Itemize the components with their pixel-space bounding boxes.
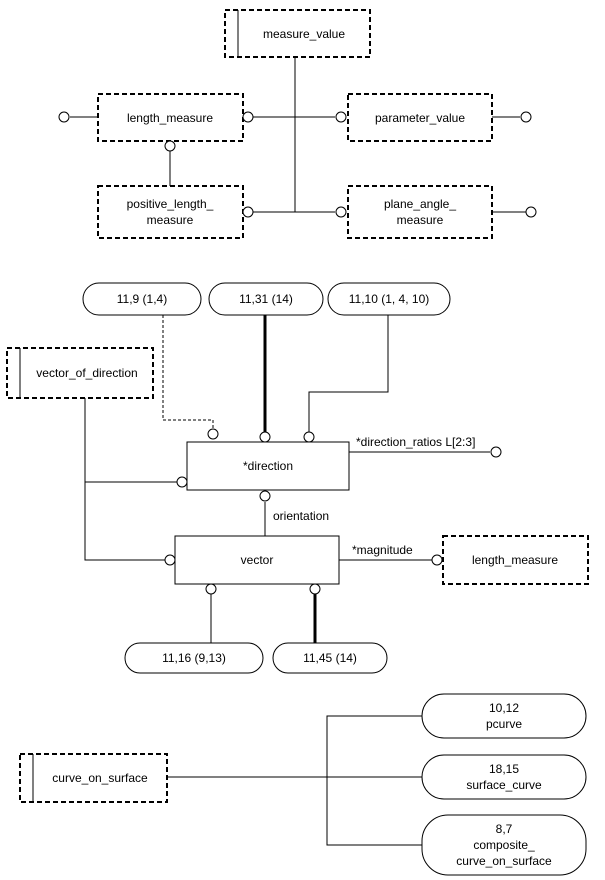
vector-entity-label: vector	[241, 553, 274, 567]
curve-group: curve_on_surface 10,12 pcurve 18,15 surf…	[19, 693, 587, 876]
vector-bottom-left-circle	[205, 583, 217, 595]
positive-length-right-circle	[242, 206, 254, 218]
composite-curve-label-3: curve_on_surface	[456, 854, 552, 868]
pcurve-label-2: pcurve	[486, 717, 522, 731]
length-measure-right-circle	[242, 111, 254, 123]
vector-bottom-right-circle	[309, 583, 321, 595]
ref-11-16-oval	[124, 642, 264, 674]
curve-subtype-tree	[326, 715, 422, 846]
positive-length-measure-box	[97, 185, 244, 239]
direction-vector-group: 11,9 (1,4) 11,31 (14) 11,10 (1, 4, 10) v…	[6, 282, 589, 674]
ref-11-31-oval	[208, 282, 324, 316]
plane-angle-measure-box	[347, 185, 493, 239]
vector-left-circle	[164, 554, 176, 566]
plane-angle-left-circle	[335, 206, 347, 218]
plane-angle-measure-label-1: plane_angle_	[384, 197, 456, 211]
direction-top-right-circle	[303, 431, 315, 443]
surface-curve-label-2: surface_curve	[466, 778, 542, 792]
ref-11-9-dashed-line	[162, 315, 214, 428]
ref-11-10-label: 11,10 (1, 4, 10)	[349, 292, 430, 306]
ref-11-10-line	[308, 315, 389, 432]
composite-curve-oval	[421, 814, 587, 876]
surface-curve-label-1: 18,15	[489, 762, 519, 776]
measure-value-label: measure_value	[263, 27, 345, 41]
vector-of-direction-label: vector_of_direction	[36, 366, 137, 380]
pcurve-oval	[421, 693, 587, 739]
direction-bottom-circle	[259, 490, 271, 502]
ref-11-9-oval	[82, 282, 202, 316]
ref-11-31-label: 11,31 (14)	[239, 292, 293, 306]
length-measure-2-left-circle	[431, 554, 443, 566]
composite-curve-label-2: composite_	[473, 838, 535, 852]
ref-11-9-label: 11,9 (1,4)	[117, 292, 167, 306]
vector-of-direction-box	[6, 347, 154, 399]
positive-length-measure-label-2: measure	[147, 213, 194, 227]
ref-11-45-oval	[272, 642, 388, 674]
plane-angle-measure-label-2: measure	[397, 213, 444, 227]
ref-11-16-label: 11,16 (9,13)	[162, 651, 226, 665]
positive-length-measure-label-1: positive_length_	[127, 197, 214, 211]
orientation-label: orientation	[273, 509, 329, 523]
parameter-value-label: parameter_value	[375, 111, 465, 125]
ref-11-45-label: 11,45 (14)	[303, 651, 357, 665]
plane-angle-right-circle	[525, 206, 537, 218]
length-measure-left-circle	[58, 111, 70, 123]
vector-entity-box	[174, 535, 340, 585]
length-measure-label: length_measure	[127, 111, 213, 125]
ref-11-10-oval	[327, 282, 451, 316]
length-measure-bottom-circle	[164, 140, 176, 152]
length-measure-box-2	[442, 535, 589, 585]
vector-of-direction-line	[84, 398, 170, 561]
direction-left-circle	[176, 476, 188, 488]
magnitude-label: *magnitude	[352, 543, 413, 557]
direction-entity-box	[186, 441, 350, 491]
surface-curve-oval	[421, 754, 587, 800]
direction-entity-label: *direction	[243, 459, 293, 473]
direction-ratios-label: *direction_ratios L[2:3]	[356, 435, 475, 449]
parameter-value-right-circle	[520, 111, 532, 123]
measure-value-box	[224, 9, 371, 58]
parameter-value-box	[347, 93, 493, 142]
measure-group: measure_value length_measure parameter_v…	[58, 9, 537, 239]
composite-curve-label-1: 8,7	[496, 822, 513, 836]
length-measure-label-2: length_measure	[472, 553, 558, 567]
parameter-value-left-circle	[335, 111, 347, 123]
pcurve-label-1: 10,12	[489, 701, 519, 715]
direction-ratios-circle	[490, 446, 502, 458]
curve-on-surface-label: curve_on_surface	[52, 771, 148, 785]
curve-on-surface-box	[19, 753, 168, 803]
direction-top-left-circle	[207, 428, 219, 440]
direction-top-mid-circle	[259, 431, 271, 443]
